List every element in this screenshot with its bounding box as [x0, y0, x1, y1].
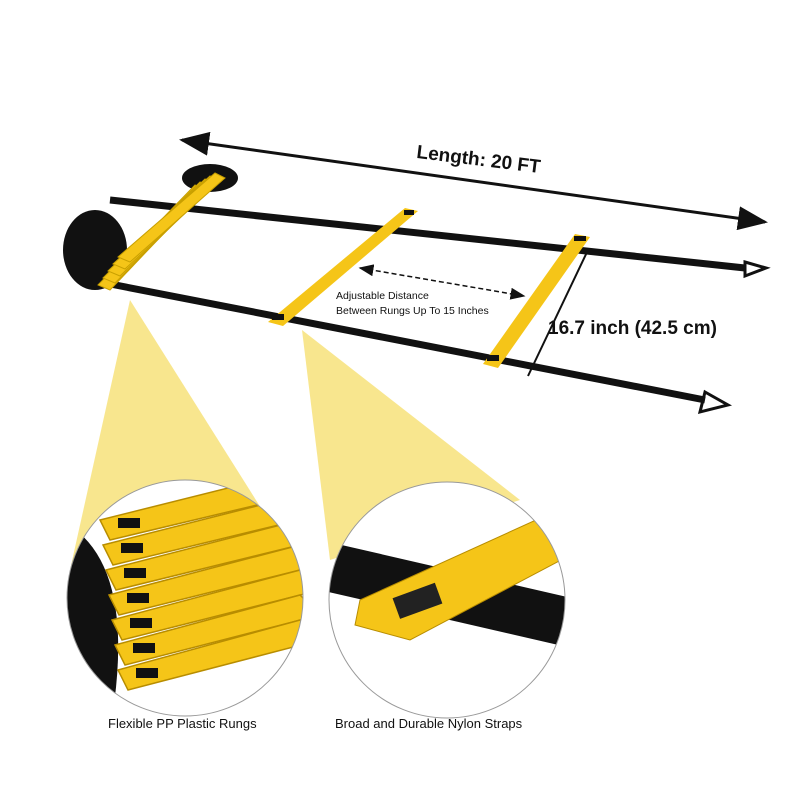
rungs-closeup	[67, 480, 303, 716]
rung-1	[268, 208, 418, 326]
adjustable-line-1: Adjustable Distance	[336, 290, 429, 302]
length-arrow	[179, 131, 768, 231]
bottom-strap	[99, 278, 706, 404]
top-strap	[109, 196, 746, 272]
adjustable-distance-arrow	[358, 264, 526, 300]
width-label: 16.7 inch (42.5 cm)	[548, 318, 717, 339]
caption-rungs: Flexible PP Plastic Rungs	[108, 716, 257, 731]
folded-rungs-bundle	[63, 164, 238, 291]
caption-straps: Broad and Durable Nylon Straps	[335, 716, 523, 731]
strap-closeup	[329, 482, 565, 718]
width-dimension-line	[527, 249, 589, 377]
adjustable-distance-label: Adjustable Distance Between Rungs Up To …	[336, 289, 489, 319]
adjustable-line-2: Between Rungs Up To 15 Inches	[336, 305, 489, 317]
rung-2	[483, 234, 590, 368]
